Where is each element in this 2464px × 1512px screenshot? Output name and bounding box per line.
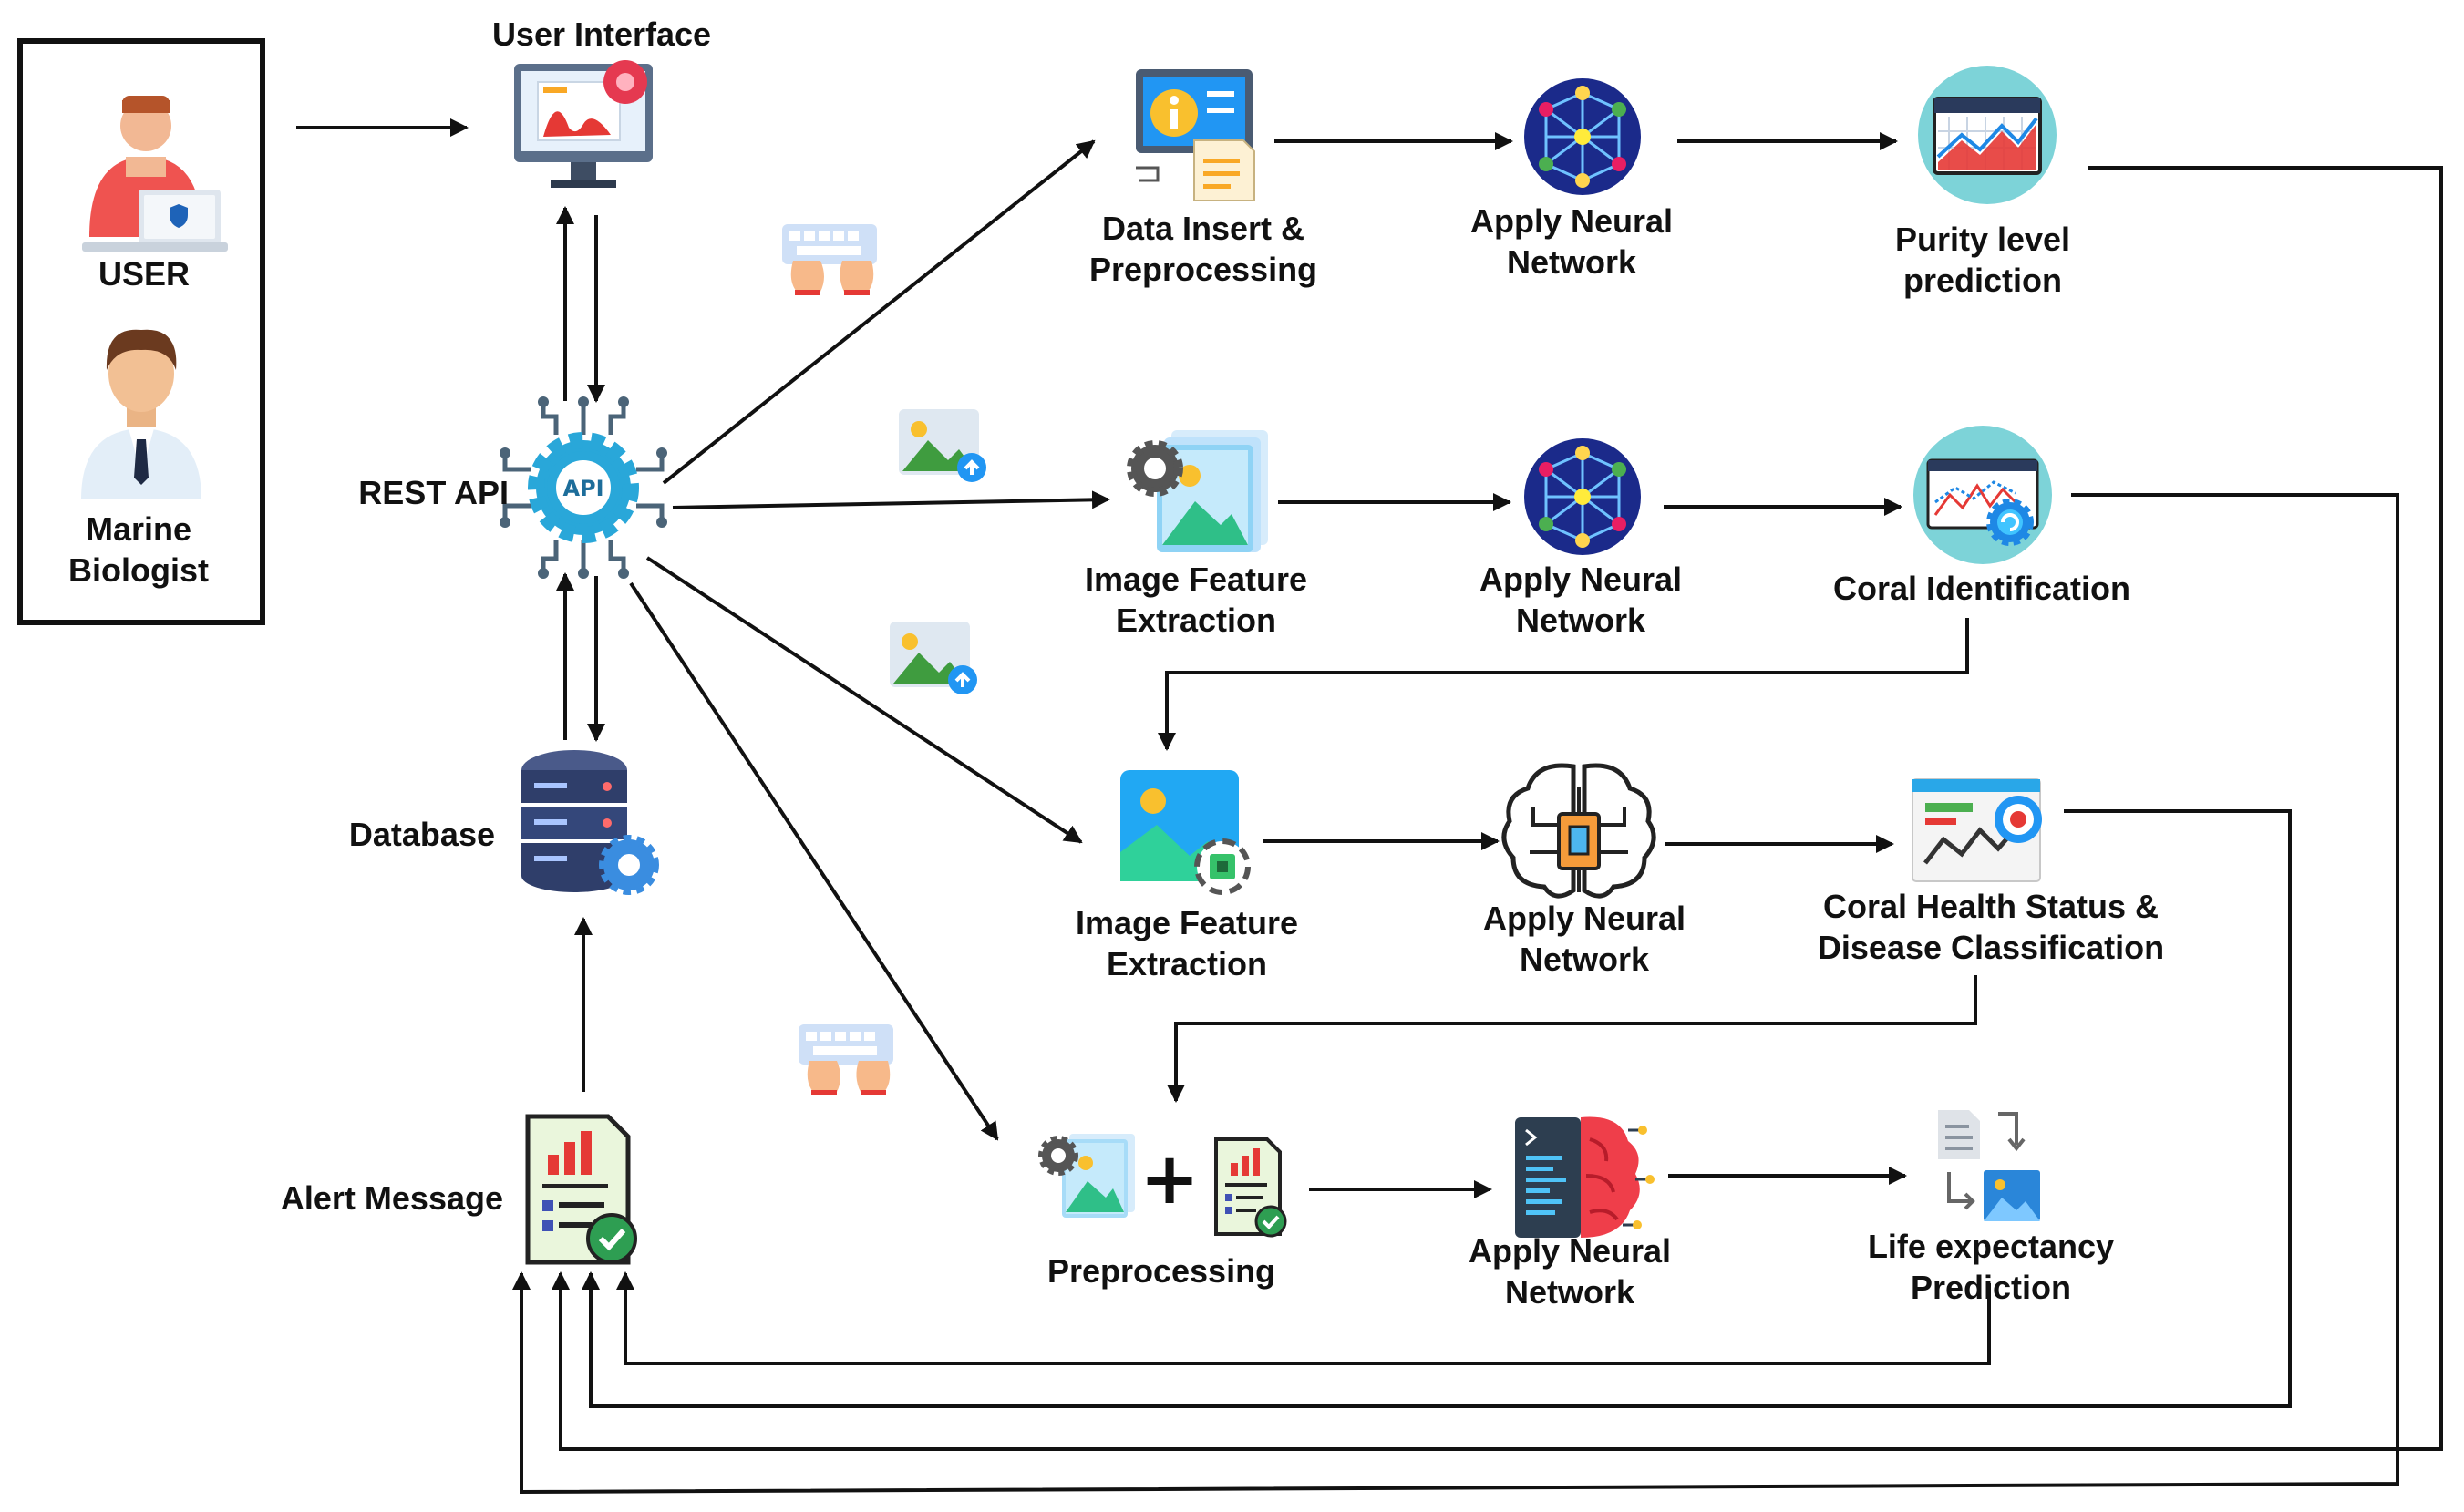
report-check-icon: [525, 1114, 637, 1265]
row3-output-line1: Coral Health Status &: [1822, 888, 2160, 925]
database-label: Database: [348, 816, 495, 853]
keyboard-hands-icon: [799, 1024, 893, 1095]
row2-step-label: Image Feature Extraction: [1085, 559, 1307, 641]
row1-nn-line2: Network: [1506, 243, 1637, 281]
arrow-health-to-row4: [1167, 975, 1977, 1103]
image-gear-icon: [1038, 1134, 1135, 1218]
report-check-icon: [1214, 1137, 1287, 1238]
feedback-life-expectancy: [616, 1271, 1991, 1365]
user-interface-label: User Interface: [491, 15, 712, 53]
feedback-purity: [552, 166, 2443, 1451]
arrow-coral-id-to-row3: [1158, 618, 1969, 751]
row1-output-line1: Purity level: [1894, 221, 2071, 258]
row3-output-label: Coral Health Status & Disease Classifica…: [1818, 886, 2164, 968]
row2-nn-label: Apply Neural Network: [1479, 559, 1682, 641]
row4-step-label: Preprocessing: [1046, 1252, 1276, 1290]
arrow-api-to-row3: [645, 556, 1083, 844]
chart-window-icon: [1913, 426, 2052, 564]
image-chip-icon: [1120, 770, 1251, 895]
neural-network-icon: [1524, 438, 1641, 555]
row2-nn-line1: Apply Neural: [1479, 561, 1683, 598]
connectors: [296, 118, 2443, 1495]
row2-nn-line2: Network: [1515, 602, 1646, 639]
monitor-icon: [514, 60, 653, 188]
row4-output-label: Life expectancy Prediction: [1868, 1226, 2114, 1308]
biologist-label-line1: Marine: [85, 510, 192, 548]
arrow-api-to-row4: [629, 581, 999, 1141]
user-laptop-icon: [82, 96, 228, 252]
code-brain-icon: [1515, 1116, 1655, 1238]
row3-step-label: Image Feature Extraction: [1076, 902, 1298, 984]
biologist-label-line2: Biologist: [68, 551, 209, 589]
database-server-icon: [521, 750, 659, 895]
row3-nn-line2: Network: [1519, 941, 1650, 978]
row3-step-line1: Image Feature: [1075, 904, 1299, 941]
row1-step-line1: Data Insert &: [1101, 210, 1305, 247]
plus-sign: +: [1139, 1138, 1199, 1220]
rest-api-label: REST API: [358, 474, 509, 511]
brain-circuit-icon: [1501, 763, 1656, 899]
row1-step-label: Data Insert & Preprocessing: [1089, 208, 1317, 290]
row2-step-line2: Extraction: [1115, 602, 1277, 639]
image-gear-icon: [1127, 430, 1268, 552]
chart-window-icon: [1918, 66, 2057, 204]
feedback-coral-id: [512, 493, 2399, 1495]
row1-output-label: Purity level prediction: [1895, 219, 2070, 301]
biologist-label: Marine Biologist: [68, 509, 209, 591]
row4-output-line1: Life expectancy: [1867, 1228, 2115, 1265]
row4-output-line2: Prediction: [1910, 1269, 2072, 1306]
api-gear-icon: API: [500, 396, 667, 579]
svg-text:API: API: [562, 476, 603, 501]
row3-nn-line1: Apply Neural: [1482, 900, 1686, 937]
row4-nn-label: Apply Neural Network: [1469, 1230, 1671, 1312]
image-upload-icon: [890, 622, 977, 694]
row1-nn-label: Apply Neural Network: [1470, 201, 1673, 283]
analytics-target-icon: [1912, 778, 2042, 882]
row1-step-line2: Preprocessing: [1088, 251, 1318, 288]
row4-nn-line1: Apply Neural: [1468, 1232, 1672, 1270]
arrow-api-to-row2: [672, 490, 1110, 509]
row2-step-line1: Image Feature: [1084, 561, 1308, 598]
feedback-health-status: [582, 809, 2292, 1408]
row3-step-line2: Extraction: [1106, 945, 1268, 982]
keyboard-hands-icon: [782, 224, 877, 295]
marine-biologist-icon: [81, 329, 201, 499]
row3-nn-label: Apply Neural Network: [1483, 898, 1686, 980]
neural-network-icon: [1524, 78, 1641, 195]
user-label: USER: [98, 255, 191, 293]
actors-box: [17, 38, 265, 625]
row1-nn-line1: Apply Neural: [1469, 202, 1674, 240]
info-monitor-icon: [1136, 69, 1255, 201]
row2-output-label: Coral Identification: [1832, 570, 2131, 607]
row1-output-line2: prediction: [1902, 262, 2062, 299]
image-upload-icon: [899, 409, 986, 482]
row4-nn-line2: Network: [1504, 1273, 1635, 1311]
row3-output-line2: Disease Classification: [1817, 929, 2165, 966]
file-image-transform-icon: [1938, 1110, 2040, 1221]
alert-message-label: Alert Message: [280, 1179, 503, 1217]
arrow-api-to-row1: [662, 139, 1096, 485]
